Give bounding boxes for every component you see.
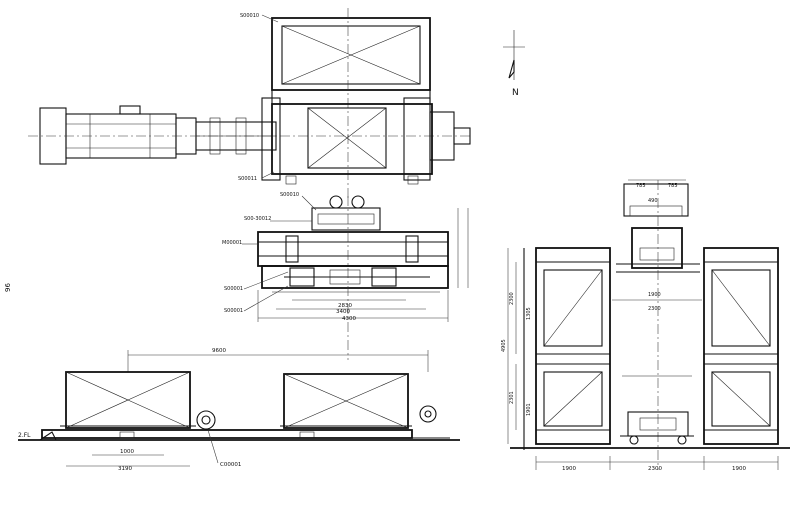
- elev-part-d: S00001: [224, 286, 243, 292]
- elev-part-c: M00001: [222, 240, 242, 246]
- end-dim-h2: 2301: [509, 391, 515, 404]
- elev-dim-span: 3400: [336, 309, 350, 315]
- left-edge-label: 96: [4, 283, 12, 292]
- side-part-label: C00001: [220, 462, 241, 468]
- plan-view: S00010 S00011: [28, 8, 471, 200]
- elev-part-b: S00-30012: [244, 216, 271, 222]
- end-dim-base-r: 1900: [732, 466, 746, 472]
- end-dim-mid: 2300: [648, 306, 661, 312]
- end-dim-h1: 2300: [509, 292, 515, 305]
- side-dim-a: 1000: [120, 449, 134, 455]
- end-dim-top-b: 785: [668, 183, 678, 189]
- end-dim-base-c: 2300: [648, 466, 662, 472]
- side-view: 9600 2.FL 1000 3190 C00001: [18, 348, 460, 472]
- end-dim-top-c: 490: [648, 198, 658, 204]
- end-dim-top-a: 785: [636, 183, 646, 189]
- north-arrow: N: [503, 30, 525, 98]
- elev-dim-inner: 2830: [338, 303, 352, 309]
- plan-part-label-bottom: S00011: [238, 176, 257, 182]
- elev-part-e: S00001: [224, 308, 243, 314]
- side-dim-span: 9600: [212, 348, 226, 354]
- side-floor-label: 2.FL: [18, 432, 31, 439]
- end-dim-h3: 1305: [526, 307, 532, 320]
- elev-part-a: S00010: [280, 192, 299, 198]
- elevation-view: 2830 3400 4300 S00010 S00-30012 M00001 S…: [222, 192, 469, 360]
- north-label: N: [512, 88, 519, 98]
- plan-part-label-top: S00010: [240, 13, 259, 19]
- elev-dim-width: 4300: [342, 316, 356, 322]
- end-view: 785 785 490 1900 2300: [501, 179, 790, 472]
- side-dim-b: 3190: [118, 466, 132, 472]
- end-dim-base-l: 1900: [562, 466, 576, 472]
- end-dim-gap: 1900: [648, 292, 661, 298]
- end-dim-h4: 1901: [526, 403, 532, 416]
- end-dim-total-h: 4905: [501, 339, 507, 352]
